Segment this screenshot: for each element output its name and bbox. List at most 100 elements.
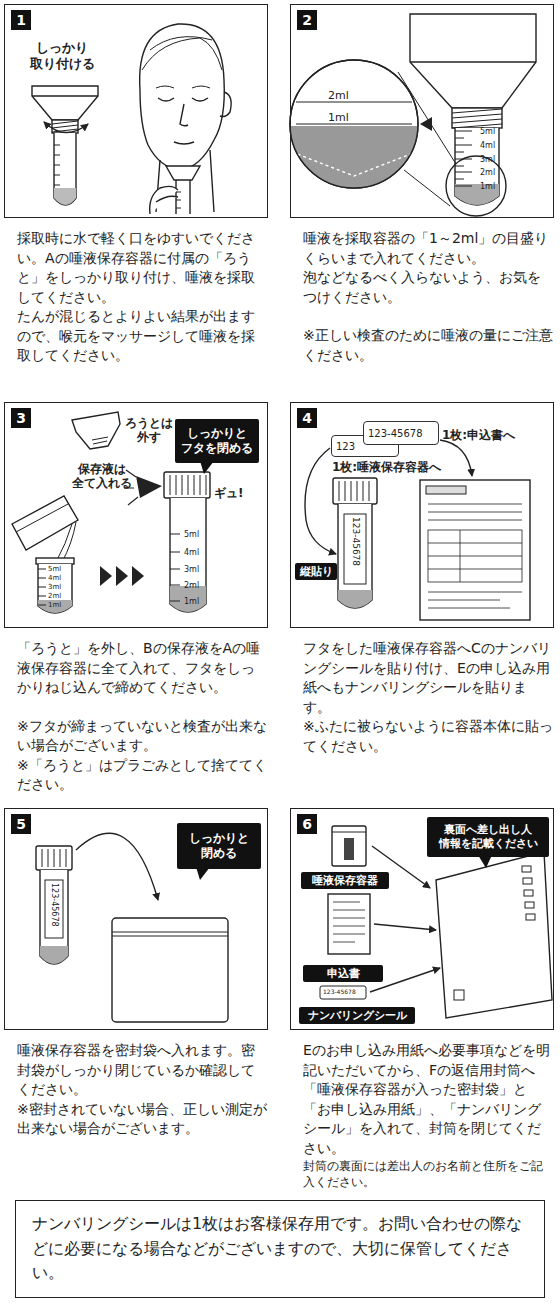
funnel-tube-illustration xyxy=(54,188,76,205)
pour-solution-illustration xyxy=(56,522,76,562)
envelope-illustration xyxy=(328,894,370,954)
illustration-label: 4ml xyxy=(480,141,495,151)
sticker-attach-illustration xyxy=(305,440,530,620)
envelope-illustration xyxy=(436,852,552,1018)
sticker-attach-illustration xyxy=(305,448,336,554)
tube-scale-illustration xyxy=(420,117,432,131)
face-illustration xyxy=(166,166,200,180)
face-illustration xyxy=(156,86,210,88)
step-description-block: 唾液を採取容器の「1～2ml」の目盛りくらいまで入れてください。泡などなるべく入… xyxy=(303,229,553,365)
illustration-label: 3ml xyxy=(48,583,61,591)
seal-bag-illustration xyxy=(40,870,68,964)
step-description: ※正しい検査のために唾液の量にご注意ください。 xyxy=(303,326,553,365)
tube-scale-illustration xyxy=(288,126,422,196)
step-description: ※密封されていない場合、正しい測定が出来ない場合がございます。 xyxy=(17,1100,267,1139)
seal-bag-illustration xyxy=(45,880,63,938)
pour-solution-illustration xyxy=(170,475,206,495)
seal-bag-illustration xyxy=(76,833,158,900)
pour-solution-illustration xyxy=(38,600,72,613)
callout-text: 裏面へ差し出し人 情報を記載ください xyxy=(431,823,545,851)
envelope-illustration xyxy=(526,914,535,920)
tube-scale-illustration xyxy=(455,128,499,205)
sticker-attach-illustration xyxy=(338,504,372,608)
step-number: 1 xyxy=(11,10,31,30)
face-illustration xyxy=(140,24,231,214)
illustration-label: 1枚:唾液保存容器へ xyxy=(332,460,441,474)
step-description-block: Eのお申し込み用紙へ必要事項などを明記いただいてから、Fの返信用封筒へ「唾液保存… xyxy=(303,1041,553,1190)
illustration-label: 保存液は 全て入れる xyxy=(70,462,134,491)
illustration-label: 5ml xyxy=(184,530,199,540)
face-illustration xyxy=(174,142,194,144)
funnel-tube-illustration xyxy=(32,86,98,205)
step-description: ※「ろうと」はプラごみとして捨ててください。 xyxy=(17,756,267,795)
illustration-label: 5ml xyxy=(480,127,495,137)
illustration-label: 5ml xyxy=(48,565,61,573)
seal-bag-illustration xyxy=(112,932,228,936)
step-number: 3 xyxy=(11,408,31,428)
face-illustration xyxy=(142,37,222,70)
tube-scale-illustration xyxy=(446,156,506,216)
envelope-illustration xyxy=(454,990,464,1000)
step-description: たんが混じるとよりよい結果が出ますので、喉元をマッサージして唾液を採取してくださ… xyxy=(17,307,267,366)
face-illustration xyxy=(150,186,178,214)
tube-scale-illustration xyxy=(290,60,418,188)
item-label-bar: ナンバリングシール xyxy=(299,1007,415,1024)
step-description: 「ろうと」を外し、Bの保存液をAの唾液保存容器に全て入れて、フタをしっかりねじ込… xyxy=(17,639,267,698)
sticker-attach-illustration xyxy=(428,530,522,582)
step-number: 4 xyxy=(297,408,317,428)
illustration-label: 1枚:申込書へ xyxy=(442,428,515,442)
seal-bag-illustration xyxy=(42,849,66,867)
pour-solution-illustration xyxy=(36,558,74,564)
callout-bubble: しっかりと フタを閉める xyxy=(175,419,259,463)
illustration-label: 2ml xyxy=(48,592,61,600)
step-number: 6 xyxy=(297,814,317,834)
seal-bag-illustration xyxy=(36,846,72,870)
step-number: 2 xyxy=(297,10,317,30)
seal-bag-illustration xyxy=(40,946,68,964)
envelope-illustration xyxy=(522,866,531,872)
funnel-tube-illustration xyxy=(32,86,98,120)
face-illustration xyxy=(176,192,181,208)
illustration-label: 4ml xyxy=(184,548,199,558)
sticker-attach-illustration xyxy=(339,481,369,501)
face-illustration xyxy=(158,98,208,101)
step-description: Eのお申し込み用紙へ必要事項などを明記いただいてから、Fの返信用封筒へ「唾液保存… xyxy=(303,1041,553,1158)
sticker-attach-illustration xyxy=(333,478,377,504)
envelope-illustration xyxy=(523,878,532,884)
step-description: フタをした唾液保存容器へCのナンバリングシールを貼り付け、Eの申し込み用紙へもナ… xyxy=(303,639,553,717)
sticker-attach-illustration xyxy=(344,514,366,584)
envelope-illustration xyxy=(525,902,534,908)
pour-solution-illustration xyxy=(92,437,108,444)
illustration-label: 3ml xyxy=(480,155,495,165)
envelope-illustration xyxy=(524,890,533,896)
seal-bag-illustration xyxy=(112,918,228,1022)
step-panel: 1採取時に水で軽く口をゆすいでください。Aの唾液保存容器に付属の「ろうと」をしっ… xyxy=(4,4,268,218)
illustration-label: しっかり 取り付ける xyxy=(22,40,102,71)
item-label: 唾液保存容器 xyxy=(312,874,378,888)
step-description: 泡などなるべく入らないよう、お気をつけください。 xyxy=(303,268,553,307)
illustration-label: 1ml xyxy=(480,182,495,192)
illustration-label: 2ml xyxy=(184,581,199,591)
step-description: 唾液を採取容器の「1～2ml」の目盛りくらいまで入れてください。 xyxy=(303,229,553,268)
pour-solution-illustration xyxy=(38,569,46,605)
pour-solution-illustration xyxy=(100,566,112,586)
funnel-tube-illustration xyxy=(32,95,98,96)
step-description-block: フタをした唾液保存容器へCのナンバリングシールを貼り付け、Eの申し込み用紙へもナ… xyxy=(303,639,553,756)
pour-solution-illustration xyxy=(170,498,206,612)
tube-scale-illustration xyxy=(292,152,416,176)
tube-scale-illustration xyxy=(410,61,536,62)
sticker-attach-illustration xyxy=(428,504,522,520)
item-label: 申込書 xyxy=(327,967,360,981)
face-illustration xyxy=(156,150,214,212)
envelope-illustration xyxy=(333,902,365,942)
item-label-bar: 縦貼り xyxy=(295,563,337,580)
sticker-attach-illustration xyxy=(428,530,522,582)
illustration-label: 123-45678 xyxy=(323,988,356,995)
callout-bubble: しっかりと 閉める xyxy=(177,823,261,869)
pour-solution-illustration xyxy=(164,472,210,498)
funnel-tube-illustration xyxy=(54,145,60,185)
item-label: 縦貼り xyxy=(300,565,333,579)
step-description: ※フタが締まっていないと検査が出来ない場合がございます。 xyxy=(17,717,267,756)
step-panel: 3「ろうと」を外し、Bの保存液をAの唾液保存容器に全て入れて、フタをしっかりねじ… xyxy=(4,402,268,628)
